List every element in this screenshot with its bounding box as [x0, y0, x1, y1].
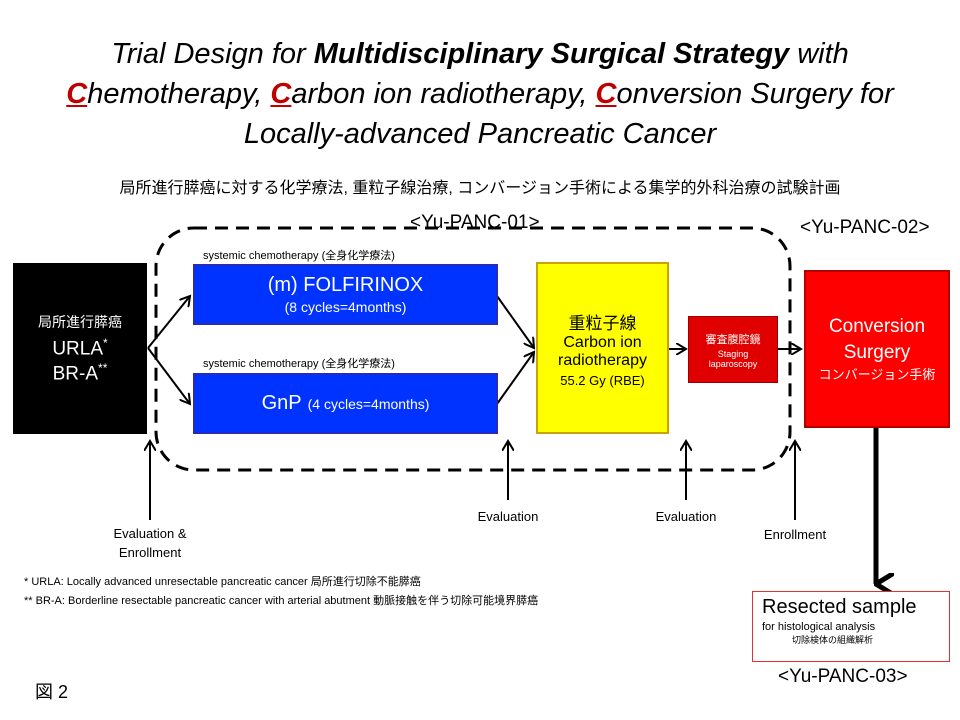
title-line-1: Trial Design for Multidisciplinary Surgi… — [111, 38, 849, 70]
gnp-name: GnP — [261, 392, 302, 414]
arrow-to-folfirinox — [147, 296, 190, 349]
resected-jp: 切除検体の組織解析 — [792, 635, 874, 645]
title-line-3: Locally-advanced Pancreatic Cancer — [243, 118, 717, 150]
staging-line1: Staging — [717, 348, 749, 359]
label-enrollment: Enrollment — [763, 527, 827, 542]
staging-line2: laparoscopy — [708, 358, 758, 369]
arrow-gnp-to-carbon — [496, 352, 534, 405]
arrow-folfirinox-to-carbon — [496, 295, 534, 348]
footnote-urla: * URLA: Locally advanced unresectable pa… — [24, 576, 421, 588]
title-line-2: Chemotherapy, Carbon ion radiotherapy, C… — [66, 78, 894, 110]
patient-box-jp: 局所進行膵癌 — [38, 314, 122, 331]
chemo2-caption: systemic chemotherapy (全身化学療法) — [203, 358, 395, 370]
carbon-jp: 重粒子線 — [568, 313, 637, 333]
label-evaluation-1: Evaluation — [477, 509, 539, 524]
resected-sub: for histological analysis — [762, 621, 876, 633]
subtitle-japanese: 局所進行膵癌に対する化学療法, 重粒子線治療, コンバージョン手術による集学的外… — [119, 180, 841, 197]
figure-label: 図 2 — [35, 682, 69, 702]
carbon-ion-box: 重粒子線 Carbon ion radiotherapy 55.2 Gy (RB… — [536, 262, 669, 434]
conversion-line2: Surgery — [843, 341, 911, 363]
carbon-dose: 55.2 Gy (RBE) — [560, 372, 645, 388]
resected-sample-box: Resected sample for histological analysi… — [752, 591, 950, 662]
patient-urla: URLA* — [52, 336, 108, 360]
folfirinox-detail: (8 cycles=4months) — [284, 299, 407, 315]
folfirinox-box: (m) FOLFIRINOX (8 cycles=4months) — [193, 264, 498, 325]
arrow-to-gnp — [147, 347, 190, 404]
label-evaluation-2: Evaluation — [655, 509, 717, 524]
gnp-detail: (4 cycles=4months) — [307, 395, 430, 412]
conversion-jp: コンバージョン手術 — [818, 366, 936, 382]
carbon-line2: radiotherapy — [558, 351, 647, 369]
staging-laparoscopy-box: 審査腹腔鏡 Staging laparoscopy — [688, 316, 778, 383]
staging-jp: 審査腹腔鏡 — [705, 333, 761, 346]
conversion-line1: Conversion — [828, 315, 926, 337]
resected-title: Resected sample — [762, 596, 917, 618]
chemo1-caption: systemic chemotherapy (全身化学療法) — [203, 250, 395, 262]
folfirinox-name: (m) FOLFIRINOX — [267, 274, 424, 296]
conversion-surgery-box: Conversion Surgery コンバージョン手術 — [804, 270, 950, 428]
label-yu-panc-01: <Yu-PANC-01> — [410, 212, 540, 233]
patient-bra: BR-A** — [52, 360, 108, 384]
gnp-box: GnP (4 cycles=4months) — [193, 373, 498, 434]
patient-box: 局所進行膵癌 URLA* BR-A** — [13, 263, 147, 434]
slide-title: Trial Design for Multidisciplinary Surgi… — [0, 34, 960, 154]
footnote-bra: ** BR-A: Borderline resectable pancreati… — [24, 595, 539, 607]
label-eval-enroll: Evaluation & Enrollment — [113, 526, 187, 560]
label-yu-panc-03: <Yu-PANC-03> — [778, 666, 908, 687]
label-yu-panc-02: <Yu-PANC-02> — [800, 217, 930, 238]
carbon-line1: Carbon ion — [563, 333, 642, 351]
